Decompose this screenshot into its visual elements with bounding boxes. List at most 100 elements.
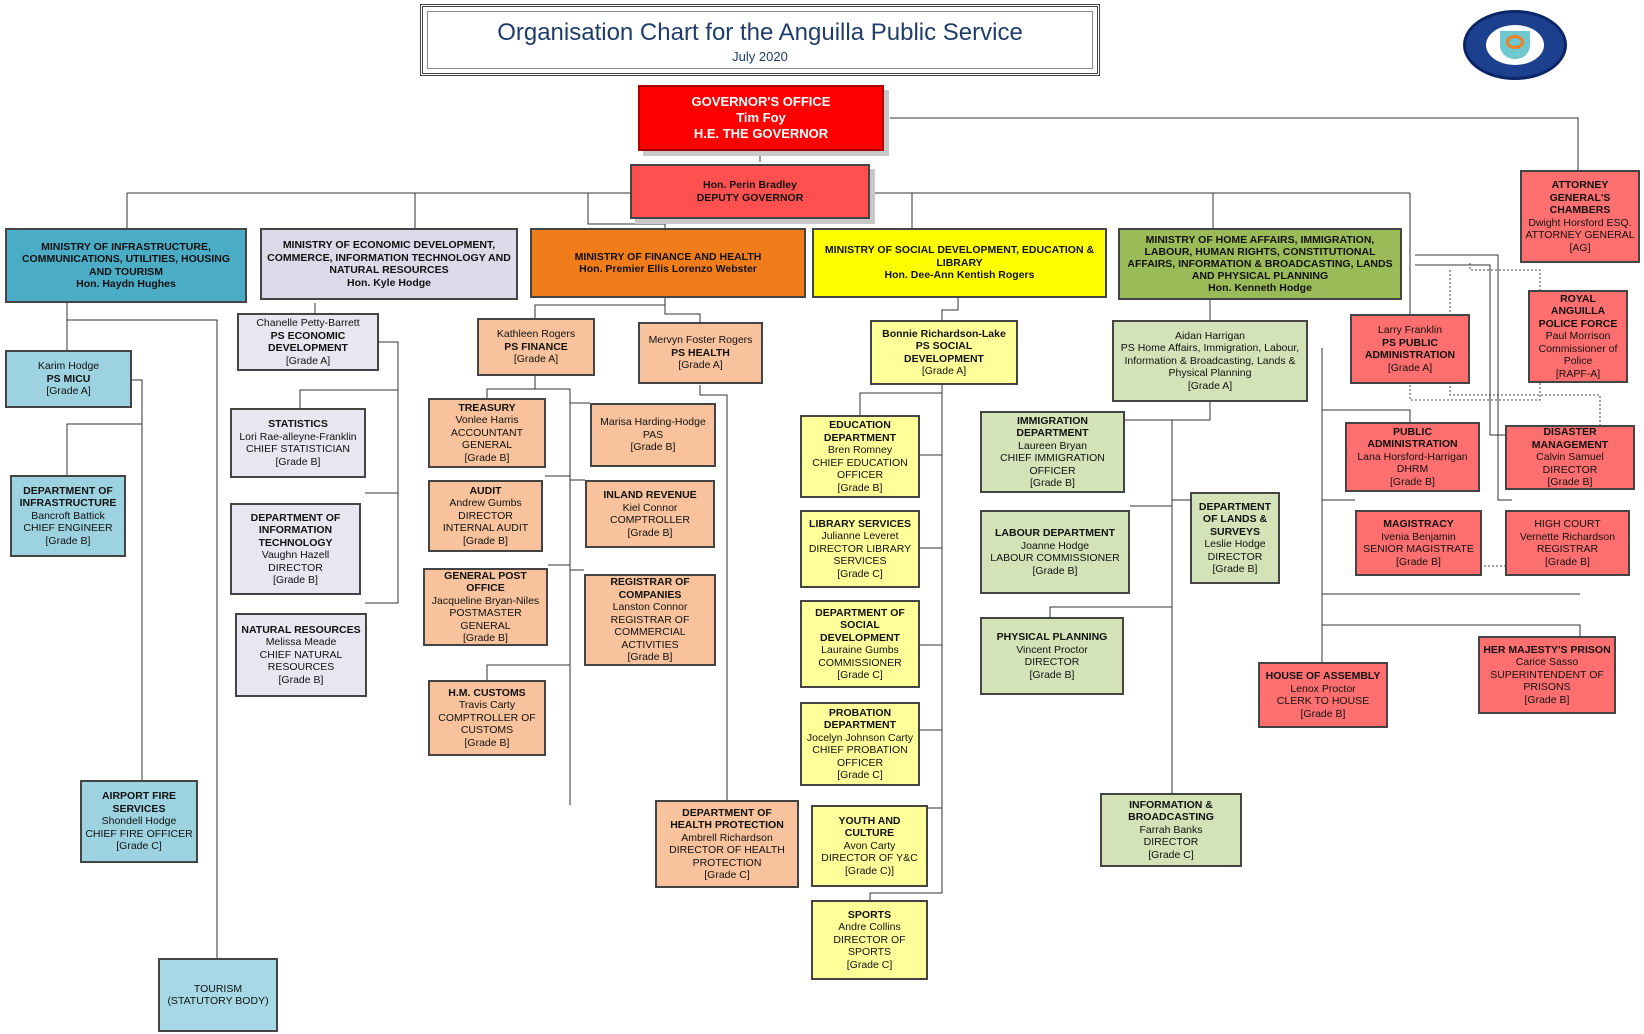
- node-line: REGISTRAR OF COMPANIES: [610, 576, 690, 601]
- node-line: Chanelle Petty-Barrett: [256, 317, 360, 329]
- node-line: Lanston Connor: [612, 601, 688, 614]
- node-line: NATURAL RESOURCES: [241, 623, 361, 636]
- node-line: DIRECTOR LIBRARY SERVICES: [808, 542, 912, 568]
- node-line: INTERNAL AUDIT: [442, 522, 529, 535]
- node-line: Vernette Richardson: [1519, 530, 1616, 543]
- coat-of-arms-icon: [1463, 10, 1567, 80]
- node-line: DIRECTOR: [268, 561, 323, 574]
- dept-social-development: DEPARTMENT OF SOCIAL DEVELOPMENT Laurain…: [800, 600, 920, 688]
- node-line: [AG]: [1569, 241, 1591, 254]
- node-line: HOUSE OF ASSEMBLY: [1265, 670, 1381, 682]
- node-line: CHIEF EDUCATION OFFICER: [812, 456, 908, 482]
- ministry-finance-health: MINISTRY OF FINANCE AND HEALTH Hon. Prem…: [530, 228, 806, 298]
- node-line: [Grade A]: [1187, 379, 1233, 392]
- node-line: DIRECTOR OF HEALTH PROTECTION: [669, 844, 785, 869]
- attorney-generals-chambers: ATTORNEY GENERAL'S CHAMBERS Dwight Horsf…: [1520, 170, 1640, 263]
- node-line: PHYSICAL PLANNING: [996, 631, 1108, 643]
- node-line: SPORTS: [847, 908, 892, 921]
- node-line: DHRM: [1396, 463, 1429, 476]
- her-majestys-prison: HER MAJESTY'S PRISON Carice Sasso SUPERI…: [1478, 636, 1616, 714]
- audit: AUDIT Andrew Gumbs DIRECTOR INTERNAL AUD…: [428, 480, 543, 552]
- node-line: Marisa Harding-Hodge: [600, 416, 706, 429]
- node-line: Vincent Proctor: [1016, 643, 1088, 656]
- node-line: Aidan Harrigan: [1174, 329, 1246, 342]
- node-line: ATTORNEY GENERAL'S CHAMBERS: [1549, 179, 1611, 216]
- node-line: [Grade B]: [627, 651, 673, 664]
- public-administration: PUBLIC ADMINISTRATION Lana Horsford-Harr…: [1345, 422, 1480, 492]
- treasury: TREASURY Vonlee Harris ACCOUNTANT GENERA…: [428, 398, 546, 468]
- node-line: CLERK TO HOUSE: [1276, 695, 1370, 707]
- node-line: Andrew Gumbs: [449, 497, 522, 510]
- node-line: Andre Collins: [838, 921, 901, 934]
- node-line: SUPERINTENDENT OF PRISONS: [1490, 668, 1604, 694]
- node-line: [Grade C]: [1148, 848, 1194, 861]
- node-line: GENERAL POST OFFICE: [444, 569, 527, 595]
- library-services: LIBRARY SERVICES Julianne Leveret DIRECT…: [800, 510, 920, 588]
- node-line: PUBLIC ADMINISTRATION: [1367, 425, 1458, 451]
- node-line: [Grade B]: [837, 481, 883, 494]
- node-line: [Grade A]: [678, 359, 723, 372]
- node-line: IMMIGRATION DEPARTMENT: [1016, 414, 1089, 440]
- node-line: STATISTICS: [268, 418, 328, 430]
- node-line: HIGH COURT: [1534, 518, 1601, 530]
- node-line: [Grade B]: [1030, 477, 1075, 489]
- node-line: [Grade B]: [1300, 707, 1346, 720]
- pas: Marisa Harding-Hodge PAS [Grade B]: [590, 403, 716, 467]
- node-line: Hon. Premier Ellis Lorenzo Webster: [579, 263, 757, 275]
- probation-department: PROBATION DEPARTMENT Jocelyn Johnson Car…: [800, 702, 920, 786]
- node-line: CHIEF NATURAL RESOURCES: [259, 648, 343, 674]
- node-line: Commissioner of Police: [1538, 342, 1618, 368]
- node-line: Paul Morrison: [1545, 330, 1611, 343]
- node-line: PS ECONOMIC DEVELOPMENT: [268, 329, 348, 355]
- node-line: [Grade B]: [630, 441, 676, 454]
- node-line: PS FINANCE: [504, 340, 568, 353]
- node-line: [Grade B]: [463, 632, 508, 644]
- node-line: ACCOUNTANT GENERAL: [450, 426, 524, 452]
- node-line: POSTMASTER GENERAL: [449, 607, 522, 632]
- node-line: Joanne Hodge: [1020, 539, 1090, 552]
- node-line: INLAND REVENUE: [603, 489, 697, 501]
- node-line: PS MICU: [46, 372, 91, 385]
- node-line: [Grade B]: [1547, 476, 1593, 489]
- airport-fire-services: AIRPORT FIRE SERVICES Shondell Hodge CHI…: [80, 780, 198, 863]
- dept-infrastructure: DEPARTMENT OF INFRASTRUCTURE Bancroft Ba…: [10, 475, 126, 557]
- node-line: CHIEF IMMIGRATION OFFICER: [1000, 452, 1105, 477]
- node-line: CHIEF STATISTICIAN: [245, 443, 351, 455]
- node-line: Lenox Proctor: [1290, 682, 1356, 695]
- node-line: Julianne Leveret: [821, 530, 899, 543]
- node-line: Hon. Perin Bradley: [703, 179, 797, 191]
- node-line: CHIEF ENGINEER: [23, 522, 113, 535]
- node-line: LABOUR DEPARTMENT: [995, 527, 1115, 539]
- node-line: Jocelyn Johnson Carty: [806, 731, 914, 744]
- node-line: [Grade A]: [513, 353, 559, 366]
- ministry-infrastructure: MINISTRY OF INFRASTRUCTURE, COMMUNICATIO…: [5, 228, 247, 303]
- node-line: REGISTRAR: [1536, 543, 1599, 555]
- ps-home-affairs: Aidan Harrigan PS Home Affairs, Immigrat…: [1112, 320, 1308, 402]
- node-line: DEPARTMENT OF INFRASTRUCTURE: [19, 484, 117, 510]
- node-line: GOVERNOR'S OFFICE: [691, 94, 831, 109]
- node-line: EDUCATION DEPARTMENT: [823, 419, 897, 444]
- node-line: DIRECTOR: [1542, 463, 1598, 476]
- node-line: Shondell Hodge: [101, 815, 177, 828]
- node-line: MINISTRY OF FINANCE AND HEALTH: [574, 250, 762, 263]
- registrar-of-companies: REGISTRAR OF COMPANIES Lanston Connor RE…: [584, 574, 716, 666]
- node-line: PAS: [642, 428, 664, 441]
- node-line: PS Home Affairs, Immigration, Labour, In…: [1120, 342, 1300, 380]
- node-line: INFORMATION & BROADCASTING: [1128, 798, 1214, 824]
- node-line: [Grade B]: [463, 534, 508, 547]
- natural-resources: NATURAL RESOURCES Melissa Meade CHIEF NA…: [235, 613, 367, 697]
- node-line: MINISTRY OF INFRASTRUCTURE, COMMUNICATIO…: [21, 240, 231, 278]
- node-line: Laureen Bryan: [1018, 439, 1087, 452]
- node-line: Lana Horsford-Harrigan: [1357, 450, 1468, 463]
- physical-planning: PHYSICAL PLANNING Vincent Proctor DIRECT…: [980, 617, 1124, 695]
- node-line: REGISTRAR OF COMMERCIAL ACTIVITIES: [610, 613, 690, 651]
- node-line: Karim Hodge: [37, 360, 100, 373]
- node-line: Kathleen Rogers: [496, 328, 576, 341]
- general-post-office: GENERAL POST OFFICE Jacqueline Bryan-Nil…: [423, 568, 548, 646]
- node-line: [Grade B]: [1212, 563, 1258, 575]
- node-line: [Grade B]: [1029, 668, 1075, 681]
- governor-office: GOVERNOR'S OFFICE Tim Foy H.E. THE GOVER…: [638, 85, 884, 151]
- tourism-statutory: TOURISM (STATUTORY BODY): [158, 958, 278, 1032]
- ps-finance: Kathleen Rogers PS FINANCE [Grade A]: [477, 318, 595, 376]
- node-line: [Grade B]: [278, 673, 324, 686]
